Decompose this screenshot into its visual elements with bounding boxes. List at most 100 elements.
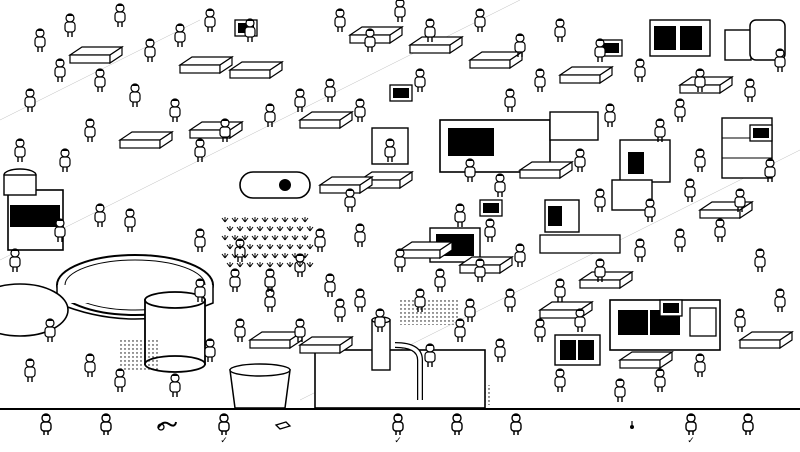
folk-figure[interactable] <box>694 352 706 378</box>
folk-figure[interactable] <box>644 197 656 223</box>
plant-sprout <box>296 226 304 232</box>
folk-figure[interactable] <box>484 217 496 243</box>
target-slot[interactable] <box>496 412 536 450</box>
target-slot[interactable]: ✓ <box>204 412 244 450</box>
folk-figure[interactable] <box>94 202 106 228</box>
folk-figure[interactable] <box>574 307 586 333</box>
folk-figure[interactable] <box>354 97 366 123</box>
folk-figure[interactable] <box>174 22 186 48</box>
folk-figure[interactable] <box>14 137 26 163</box>
folk-figure[interactable] <box>614 377 626 403</box>
folk-figure[interactable] <box>514 242 526 268</box>
folk-figure[interactable] <box>364 27 376 53</box>
target-slot[interactable] <box>728 412 768 450</box>
folk-figure[interactable] <box>24 357 36 383</box>
folk-figure[interactable] <box>94 67 106 93</box>
folk-figure[interactable] <box>634 57 646 83</box>
folk-figure[interactable] <box>744 77 756 103</box>
folk-figure[interactable] <box>504 287 516 313</box>
target-slot[interactable]: ✓ <box>378 412 418 450</box>
folk-figure[interactable] <box>169 372 181 398</box>
folk-figure[interactable] <box>654 367 666 393</box>
folk-figure[interactable] <box>194 227 206 253</box>
folk-figure[interactable] <box>714 217 726 243</box>
folk-figure[interactable] <box>24 87 36 113</box>
folk-figure[interactable] <box>334 297 346 323</box>
target-slot[interactable] <box>437 412 477 450</box>
folk-figure[interactable] <box>54 57 66 83</box>
folk-figure[interactable] <box>464 157 476 183</box>
folk-figure[interactable] <box>554 17 566 43</box>
folk-figure[interactable] <box>129 82 141 108</box>
folk-figure[interactable] <box>9 247 21 273</box>
folk-figure[interactable] <box>334 7 346 33</box>
folk-figure[interactable] <box>59 147 71 173</box>
folk-figure[interactable] <box>454 317 466 343</box>
folk-figure[interactable] <box>234 317 246 343</box>
folk-figure[interactable] <box>354 222 366 248</box>
folk-figure[interactable] <box>394 0 406 23</box>
folk-figure[interactable] <box>464 297 476 323</box>
folk-figure[interactable] <box>354 287 366 313</box>
folk-figure[interactable] <box>204 337 216 363</box>
target-slot[interactable] <box>147 412 187 450</box>
folk-figure[interactable] <box>594 187 606 213</box>
folk-figure[interactable] <box>674 227 686 253</box>
folk-figure[interactable] <box>169 97 181 123</box>
folk-figure[interactable] <box>474 7 486 33</box>
folk-figure[interactable] <box>314 227 326 253</box>
target-slot[interactable] <box>86 412 126 450</box>
plant-sprout <box>306 226 314 232</box>
folk-figure[interactable] <box>554 367 566 393</box>
target-slot[interactable] <box>612 412 652 450</box>
folk-figure[interactable] <box>774 287 786 313</box>
folk-figure[interactable] <box>434 267 446 293</box>
folk-figure[interactable] <box>84 352 96 378</box>
folk-figure[interactable] <box>324 272 336 298</box>
folk-figure[interactable] <box>734 307 746 333</box>
folk-figure[interactable] <box>34 27 46 53</box>
target-slot[interactable] <box>263 412 303 450</box>
folk-figure[interactable] <box>534 317 546 343</box>
folk-figure[interactable] <box>414 67 426 93</box>
game-scene[interactable] <box>0 0 800 408</box>
folk-figure[interactable] <box>344 187 356 213</box>
folk-figure[interactable] <box>534 67 546 93</box>
folk-figure[interactable] <box>674 97 686 123</box>
folk-figure[interactable] <box>244 17 256 43</box>
folk-figure[interactable] <box>634 237 646 263</box>
plant-sprout <box>306 244 314 250</box>
folk-figure[interactable] <box>574 147 586 173</box>
folk-figure[interactable] <box>234 237 246 263</box>
folk-figure[interactable] <box>454 202 466 228</box>
small-object-icon <box>630 421 634 429</box>
target-slot[interactable] <box>26 412 66 450</box>
folk-figure[interactable] <box>144 37 156 63</box>
folk-figure[interactable] <box>64 12 76 38</box>
folk-figure[interactable] <box>394 247 406 273</box>
folk-figure[interactable] <box>324 77 336 103</box>
folk-figure[interactable] <box>604 102 616 128</box>
folk-figure[interactable] <box>204 7 216 33</box>
folk-figure[interactable] <box>684 177 696 203</box>
folk-figure[interactable] <box>694 147 706 173</box>
folk-figure[interactable] <box>124 207 136 233</box>
folk-figure[interactable] <box>494 172 506 198</box>
folk-figure[interactable] <box>84 117 96 143</box>
plant-sprout <box>261 253 269 259</box>
folk-figure[interactable] <box>114 367 126 393</box>
folk-figure[interactable] <box>44 317 56 343</box>
folk-figure[interactable] <box>554 277 566 303</box>
folk-figure[interactable] <box>594 37 606 63</box>
folk-figure[interactable] <box>754 247 766 273</box>
folk-figure[interactable] <box>114 2 126 28</box>
plant-sprout <box>236 226 244 232</box>
folk-figure[interactable] <box>504 87 516 113</box>
folk-figure[interactable] <box>264 287 276 313</box>
folk-figure[interactable] <box>494 337 506 363</box>
folk-figure[interactable] <box>654 117 666 143</box>
folk-figure[interactable] <box>774 47 786 73</box>
folk-figure[interactable] <box>474 257 486 283</box>
target-slot[interactable]: ✓ <box>671 412 711 450</box>
folk-figure[interactable] <box>229 267 241 293</box>
